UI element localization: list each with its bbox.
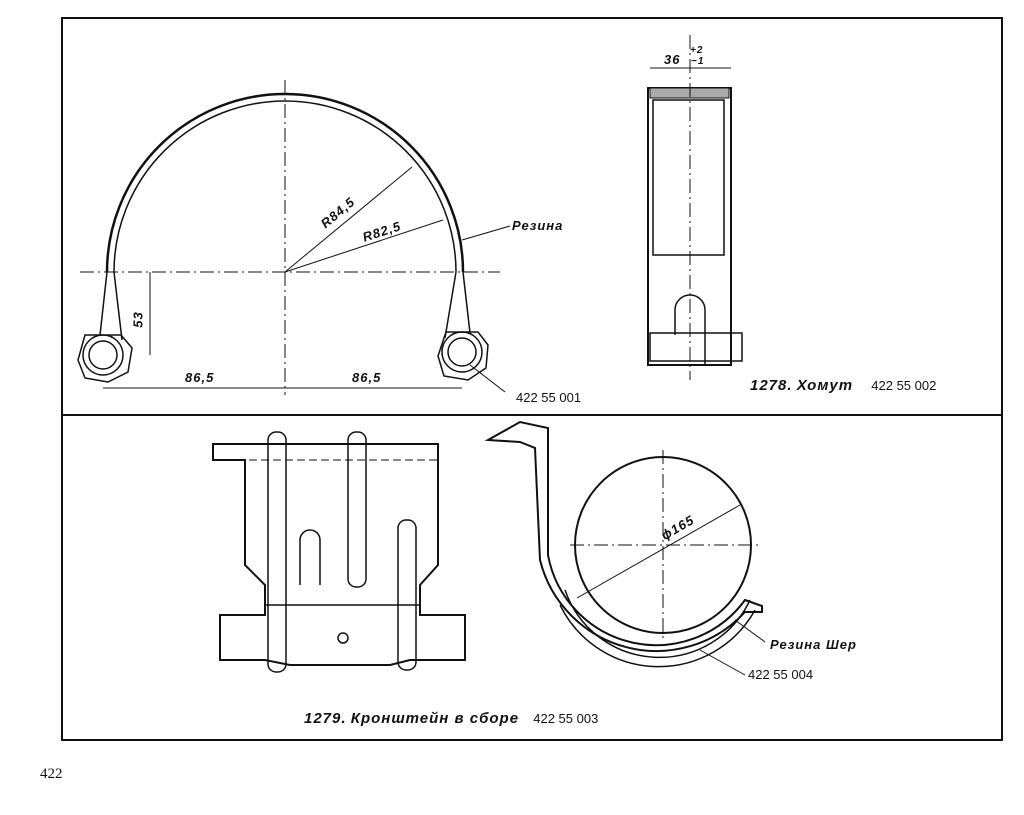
height-dim: 53 [130,311,146,328]
part-number-pad: 422 55 004 [748,667,814,682]
width-dim: 36 [664,52,681,67]
clamp-front-view [77,80,511,395]
half-width-right-dim: 86,5 [352,370,382,385]
bracket-side-view [484,420,766,676]
bracket-front-view [212,431,466,673]
tolerance-upper: +2 [690,45,704,56]
caption-1279: 1279. Кронштейн в сборе 422 55 003 [304,710,599,727]
part-number-clamp: 422 55 001 [516,390,582,405]
frame-border [61,17,1003,741]
tolerance-lower: −1 [691,56,705,67]
clamp-side-view [647,35,743,380]
half-width-left-dim: 86,5 [185,370,215,385]
rubber-label: Резина [512,218,564,233]
rubber-pad-label: Резина Шер [770,637,857,652]
page-number: 422 [40,766,63,782]
caption-1278: 1278. Хомут 422 55 002 [750,377,937,394]
